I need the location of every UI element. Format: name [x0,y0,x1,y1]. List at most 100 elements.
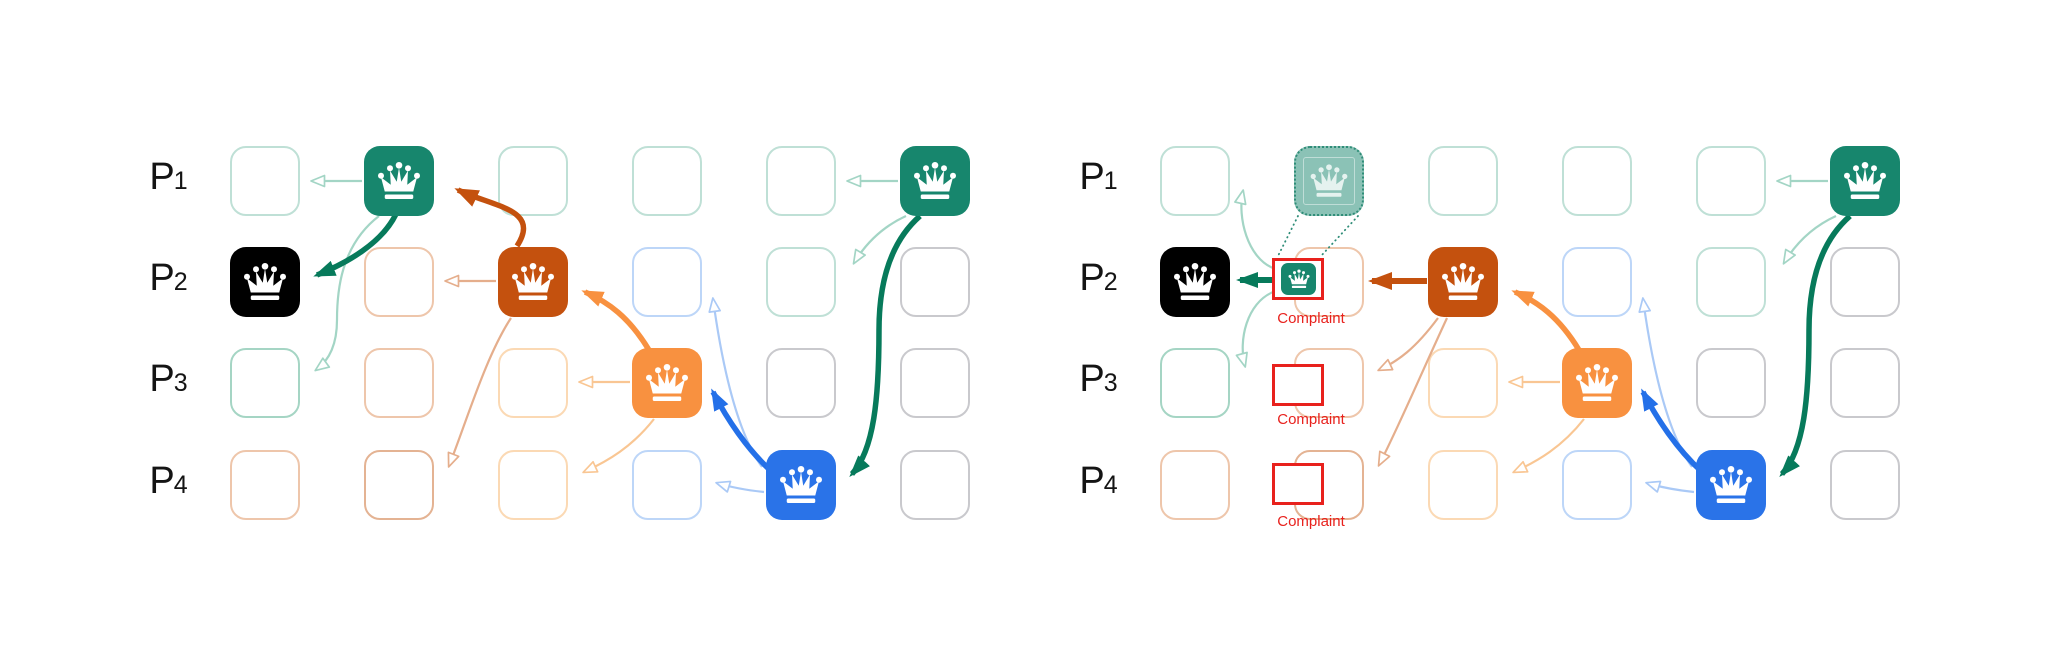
cell-left-r2c6 [900,247,970,317]
left-row-label-p3: P3 [130,360,206,402]
row-label-base: P [1079,257,1104,299]
cell-right-r2c5 [1696,247,1766,317]
crown-left-p2-black [230,247,300,317]
arrow-mini-crown-to-r3c1 [1235,290,1274,368]
cell-left-r1c1 [230,146,300,216]
row-label-sub: 1 [1103,167,1118,195]
cell-right-r3c6 [1830,348,1900,418]
cell-left-r4c3 [498,450,568,520]
row-label-base: P [149,358,174,400]
cell-left-r2c4 [632,247,702,317]
cell-right-r4c3 [1428,450,1498,520]
row-label-base: P [1079,460,1104,502]
complaint-box-p3 [1272,364,1324,406]
complaint-label-p3: Complaint [1277,411,1345,428]
cell-right-r2c6 [1830,247,1900,317]
crown-right-p1-teal [1830,146,1900,216]
row-label-sub: 2 [1103,268,1118,296]
cell-left-r3c5 [766,348,836,418]
crown-icon [777,461,825,509]
crown-icon [911,157,959,205]
crown-icon [1439,258,1487,306]
cell-left-r2c5 [766,247,836,317]
cell-left-r3c3 [498,348,568,418]
cell-left-r3c6 [900,348,970,418]
cell-right-r1c4 [1562,146,1632,216]
left-thick-arrows [313,187,922,477]
crown-left-p2-darkorange [498,247,568,317]
arrow-blue-to-orange-crown [1640,388,1703,474]
crown-right-p2-black [1160,247,1230,317]
cell-right-r3c5 [1696,348,1766,418]
complaint-box-p4 [1272,463,1324,505]
arrow-blue-to-orange-crown [710,388,773,474]
crown-right-p3-orange [1562,348,1632,418]
crown-icon [241,258,289,306]
cell-right-r4c1 [1160,450,1230,520]
cell-right-r4c4 [1562,450,1632,520]
row-label-sub: 3 [173,369,188,397]
row-label-sub: 2 [173,268,188,296]
right-thin-arrows [1234,174,1837,494]
crown-right-p4-blue [1696,450,1766,520]
cell-left-r1c4 [632,146,702,216]
cell-left-r1c5 [766,146,836,216]
left-row-label-p4: P4 [130,462,206,504]
row-label-base: P [149,257,174,299]
right-row-label-p3: P3 [1060,360,1136,402]
cell-left-r1c3 [498,146,568,216]
crown-icon [1308,160,1350,202]
crown-icon [509,258,557,306]
left-row-label-p2: P2 [130,259,206,301]
row-label-sub: 3 [1103,369,1118,397]
row-label-sub: 4 [173,471,188,499]
crown-icon [1841,157,1889,205]
row-label-base: P [1079,358,1104,400]
cell-left-r3c1 [230,348,300,418]
crown-icon [1707,461,1755,509]
arrow-teal2-to-r2c5 [852,215,907,265]
row-label-base: P [149,156,174,198]
cell-left-r2c2 [364,247,434,317]
row-label-base: P [1079,156,1104,198]
crown-icon [1171,258,1219,306]
arrow-mini-crown-to-r1c1 [1234,189,1274,270]
left-thin-arrows [310,174,907,494]
cell-right-r4c6 [1830,450,1900,520]
cell-right-r1c3 [1428,146,1498,216]
ghost-crown-withdrawn [1294,146,1364,216]
cell-right-r3c3 [1428,348,1498,418]
crown-left-p3-orange [632,348,702,418]
arrow-blue-to-r2c4 [1638,297,1693,468]
cell-right-r3c1 [1160,348,1230,418]
cell-left-r4c1 [230,450,300,520]
complaint-label-p2: Complaint [1277,310,1345,327]
ghost-crown-frame [1303,157,1355,205]
crown-icon [1287,267,1311,291]
crown-left-p4-blue [766,450,836,520]
row-label-sub: 4 [1103,471,1118,499]
right-row-label-p4: P4 [1060,462,1136,504]
cell-right-r1c1 [1160,146,1230,216]
cell-left-r4c2 [364,450,434,520]
crown-icon [375,157,423,205]
cell-right-r2c4 [1562,247,1632,317]
ghost-cone-left [1277,215,1299,257]
cell-left-r4c6 [900,450,970,520]
arrow-blue-to-r4c4 [1645,480,1695,494]
cell-left-r4c4 [632,450,702,520]
left-row-label-p1: P1 [130,158,206,200]
crown-left-p1-teal-alt [900,146,970,216]
cell-left-r3c2 [364,348,434,418]
crown-icon [1573,359,1621,407]
arrow-blue-to-r2c4 [708,297,763,468]
row-label-base: P [149,460,174,502]
right-row-label-p1: P1 [1060,158,1136,200]
right-row-label-p2: P2 [1060,259,1136,301]
cell-right-r1c5 [1696,146,1766,216]
row-label-sub: 1 [173,167,188,195]
arrow-blue-to-r4c4 [715,480,765,494]
crown-right-p2-darkorange [1428,247,1498,317]
